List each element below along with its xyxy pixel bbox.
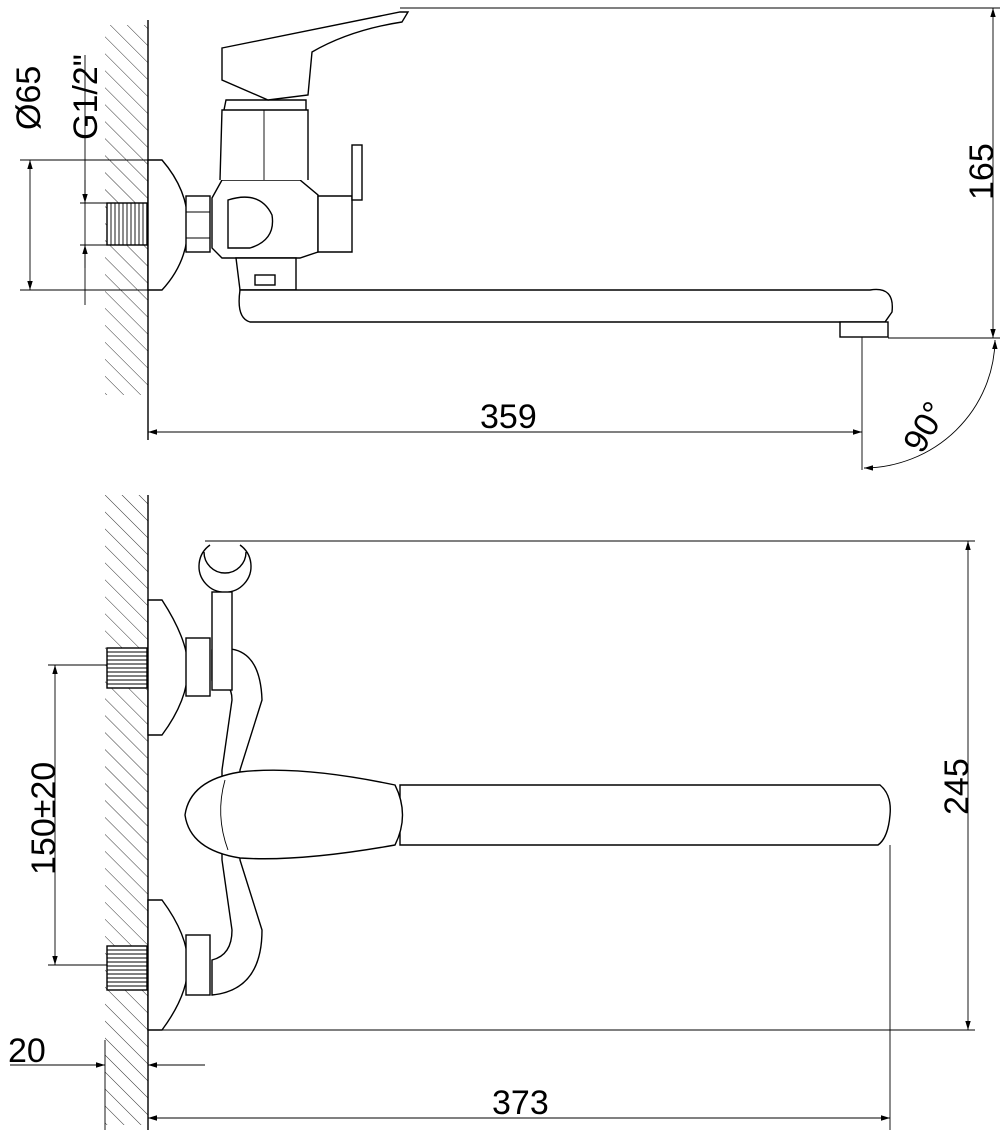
lower-inlet-thread: [106, 945, 148, 991]
length-373-label: 373: [492, 1084, 549, 1122]
inlet-thread: [106, 202, 148, 246]
height-165-label: 165: [963, 143, 1001, 200]
faucet-body: [211, 11, 410, 291]
upper-escutcheon: [147, 599, 189, 736]
dimensions-top: [20, 7, 1000, 471]
wall-offset-label: 20: [8, 1032, 46, 1070]
front-view: 245 150±20 20 373: [8, 495, 976, 1130]
wall-hatch: [105, 495, 148, 1125]
height-245-label: 245: [938, 758, 976, 815]
shower-holder: [198, 544, 252, 691]
lower-nut: [185, 934, 211, 996]
lever-handle: [184, 769, 404, 860]
spout: [399, 784, 891, 846]
aerator: [839, 321, 889, 338]
upper-inlet-thread: [106, 647, 148, 689]
spout: [238, 288, 894, 323]
lower-escutcheon: [147, 899, 189, 1031]
length-359-label: 359: [480, 398, 537, 436]
diameter-label: Ø65: [10, 66, 48, 130]
swivel-angle-label: 90°: [896, 395, 955, 459]
thread-size-label: G1/2": [67, 54, 105, 140]
top-view: Ø65 G1/2" 165 359 90°: [10, 7, 1001, 471]
lever-handle: [221, 11, 410, 101]
escutcheon: [147, 159, 189, 291]
dimensions-front: [10, 540, 975, 1130]
upper-nut: [185, 637, 211, 697]
nut: [185, 195, 211, 253]
inlet-spacing-label: 150±20: [25, 762, 63, 875]
